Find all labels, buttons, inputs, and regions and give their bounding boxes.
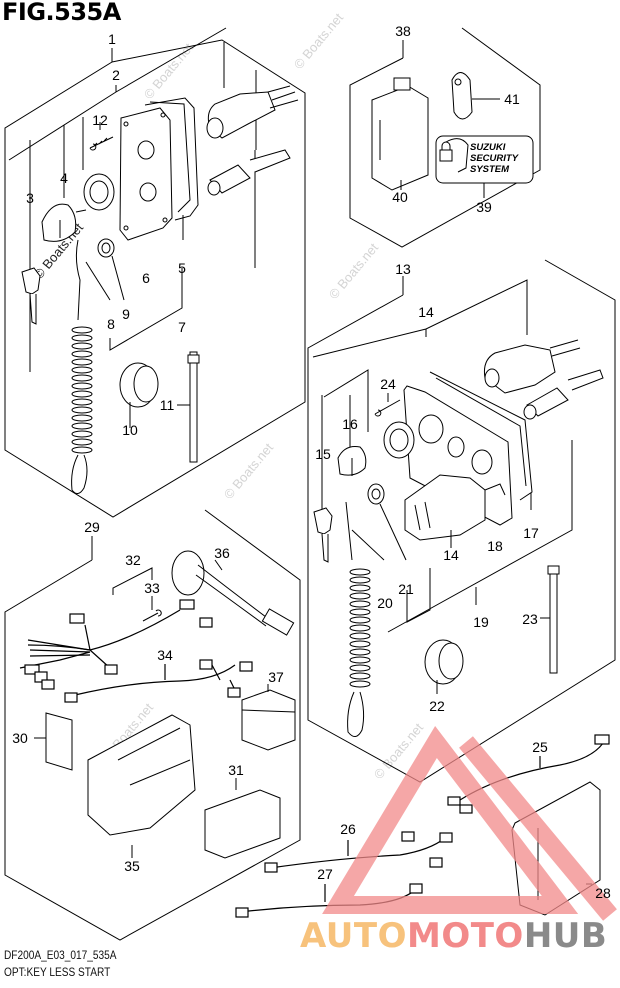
callout-39: 39 — [476, 199, 492, 215]
callout-22: 22 — [429, 698, 445, 714]
part-6-plate — [119, 107, 173, 241]
callout-21: 21 — [398, 581, 414, 597]
part-41-fob — [451, 72, 500, 120]
callout-12: 12 — [92, 112, 108, 128]
part-37-relay — [241, 684, 296, 751]
callout-14-top: 14 — [418, 304, 434, 320]
part-34-harness — [64, 659, 253, 703]
callout-2: 2 — [112, 67, 120, 83]
callout-27: 27 — [317, 866, 333, 882]
copyright-watermark: © Boats.net — [326, 240, 382, 302]
callout-11: 11 — [160, 397, 175, 413]
callout-4: 4 — [60, 170, 68, 186]
callout-8: 8 — [107, 316, 115, 332]
part-20-lanyard — [345, 501, 385, 737]
group-kit-1 — [4, 27, 306, 518]
callout-18: 18 — [487, 538, 503, 554]
label-39-line1: SUZUKI — [470, 142, 506, 153]
part-32-harness — [19, 599, 213, 690]
callout-1: 1 — [108, 31, 116, 47]
figure-title: FIG.535A — [2, 0, 121, 26]
part-23-cable-tie — [540, 565, 560, 674]
frame-1 — [4, 39, 306, 518]
callout-3: 3 — [26, 190, 34, 206]
callout-35: 35 — [124, 858, 140, 874]
lock-icon — [439, 138, 469, 173]
watermark-brand-hub: HUB — [523, 916, 608, 956]
part-35-bracket — [87, 714, 196, 858]
callout-29: 29 — [84, 519, 100, 535]
copyright-watermark: © Boats.net — [141, 40, 197, 102]
copyright-watermark: © Boats.net — [221, 440, 277, 502]
callout-30: 30 — [12, 730, 28, 746]
part-14-upper-switch — [484, 339, 604, 420]
part-21-nut — [367, 483, 407, 561]
part-12-screw — [89, 122, 114, 151]
callout-31: 31 — [228, 762, 244, 778]
callout-41: 41 — [504, 91, 520, 107]
part-15-key — [313, 507, 333, 563]
callout-5: 5 — [178, 260, 186, 276]
callout-33: 33 — [144, 580, 160, 596]
callout-36: 36 — [214, 545, 230, 561]
part-17-gasket — [429, 371, 533, 510]
callout-28: 28 — [595, 885, 611, 901]
callout-6: 6 — [142, 270, 150, 286]
callout-7: 7 — [178, 319, 186, 335]
watermark-brand-moto: MOTO — [406, 916, 524, 956]
callout-15: 15 — [315, 446, 331, 462]
callout-23: 23 — [522, 611, 538, 627]
figure-description: OPT:KEY LESS START — [4, 967, 111, 979]
part-22-cap — [424, 639, 464, 694]
part-4-cap — [41, 203, 87, 242]
callout-19: 19 — [473, 614, 489, 630]
callout-14-bottom: 14 — [443, 547, 459, 563]
part-bezel-13 — [383, 421, 415, 459]
part-1-switch-assembly — [206, 85, 299, 196]
callout-37: 37 — [268, 669, 284, 685]
callout-16: 16 — [342, 416, 358, 432]
callout-24: 24 — [380, 376, 396, 392]
callout-34: 34 — [157, 647, 173, 663]
callout-17: 17 — [523, 525, 539, 541]
figure-code: DF200A_E03_017_535A — [4, 950, 117, 962]
part-36-connector — [171, 550, 295, 636]
automotohub-watermark: AUTOMOTOHUB — [300, 918, 607, 954]
part-10-cap — [119, 362, 159, 428]
part-11-cable-tie — [177, 351, 200, 463]
label-39-line2: SECURITY — [470, 153, 520, 164]
part-14-switch — [404, 474, 506, 548]
callout-9: 9 — [122, 306, 130, 322]
label-39-line3: SYSTEM — [470, 164, 510, 175]
part-16-cap — [337, 446, 367, 476]
group-kit-38 — [349, 27, 541, 248]
watermark-brand-auto: AUTO — [300, 916, 407, 956]
callout-32: 32 — [125, 552, 141, 568]
automotohub-logo-icon — [322, 725, 617, 921]
callout-25: 25 — [532, 739, 548, 755]
part-3-key — [21, 267, 41, 325]
copyright-watermark: © Boats.net — [291, 10, 347, 72]
callout-40: 40 — [392, 189, 408, 205]
part-9-nut — [97, 238, 125, 301]
part-8-lanyard — [71, 239, 111, 494]
callout-labels: 1 2 3 4 5 6 7 8 9 10 11 12 13 14 14 15 1… — [12, 23, 611, 901]
callout-38: 38 — [395, 23, 411, 39]
part-24-screw — [374, 393, 401, 417]
callout-20: 20 — [377, 595, 393, 611]
group-kit-29 — [4, 509, 301, 941]
callout-13: 13 — [395, 261, 411, 277]
part-30-pad — [34, 712, 73, 771]
callout-26: 26 — [340, 821, 356, 837]
part-39-label: SUZUKI SECURITY SYSTEM — [435, 135, 534, 198]
part-2-bezel — [83, 173, 115, 211]
part-33-bolt — [142, 609, 162, 622]
part-40-module — [371, 77, 429, 191]
part-31-case — [204, 778, 281, 859]
callout-10: 10 — [122, 422, 138, 438]
part-5-gasket — [144, 97, 199, 240]
part-26-harness — [264, 831, 453, 873]
